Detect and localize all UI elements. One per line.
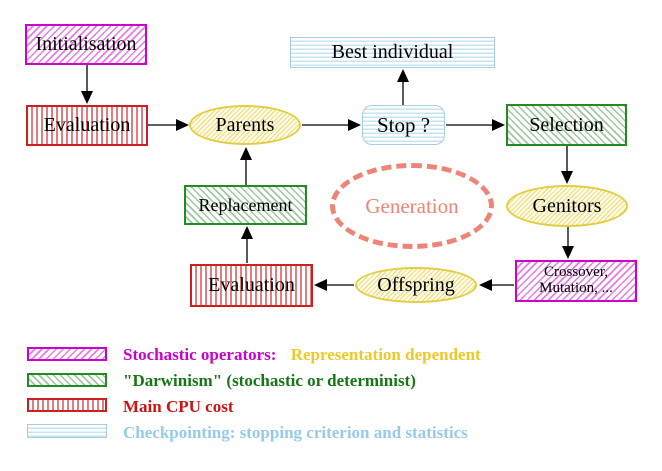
legend-text-representation: Representation dependent: [290, 345, 481, 364]
node-parents: Parents: [189, 105, 301, 145]
legend-label-cpu-cost: Main CPU cost: [123, 397, 234, 416]
legend-label-stochastic-operators: Stochastic operators: Representation dep…: [123, 345, 481, 365]
legend-label-checkpointing: Checkpointing: stopping criterion and st…: [123, 423, 468, 442]
node-crossover-mutation: Crossover, Mutation, ...: [515, 260, 637, 302]
arrow-crossover-offspring: [479, 279, 514, 291]
node-evaluation-top: Evaluation: [26, 105, 148, 146]
arrow-replacement-parents: [240, 147, 252, 185]
legend-swatch-stochastic-operators: [27, 347, 107, 361]
arrow-evaluation-replacement: [241, 226, 253, 263]
node-replacement: Replacement: [184, 185, 307, 225]
arrow-stop-best-individual: [397, 69, 409, 105]
generation-cycle-ellipse: Generation: [330, 163, 494, 249]
arrow-stop-selection: [446, 119, 505, 131]
node-genitors: Genitors: [506, 185, 628, 227]
node-initialisation: Initialisation: [25, 24, 147, 65]
node-selection: Selection: [506, 104, 627, 146]
node-best-individual: Best individual: [290, 37, 495, 68]
legend-text-stochastic: Stochastic operators:: [123, 345, 277, 364]
legend-swatch-darwinism: [27, 373, 107, 387]
arrow-selection-genitors: [561, 146, 573, 184]
crossover-line2: Mutation, ...: [539, 280, 613, 296]
node-offspring: Offspring: [355, 267, 477, 303]
legend-swatch-cpu-cost: [27, 398, 107, 412]
legend-label-darwinism: "Darwinism" (stochastic or determinist): [123, 371, 416, 390]
legend-swatch-checkpointing: [27, 424, 107, 438]
node-stop: Stop ?: [362, 105, 445, 145]
arrow-evaluation-parents: [148, 119, 189, 131]
crossover-line1: Crossover,: [544, 264, 608, 281]
arrow-offspring-evaluation: [314, 279, 354, 291]
node-evaluation-bottom: Evaluation: [190, 264, 313, 307]
arrow-parents-stop: [302, 119, 361, 131]
arrow-initialisation-evaluation: [81, 65, 93, 104]
arrow-genitors-crossover: [562, 227, 574, 259]
